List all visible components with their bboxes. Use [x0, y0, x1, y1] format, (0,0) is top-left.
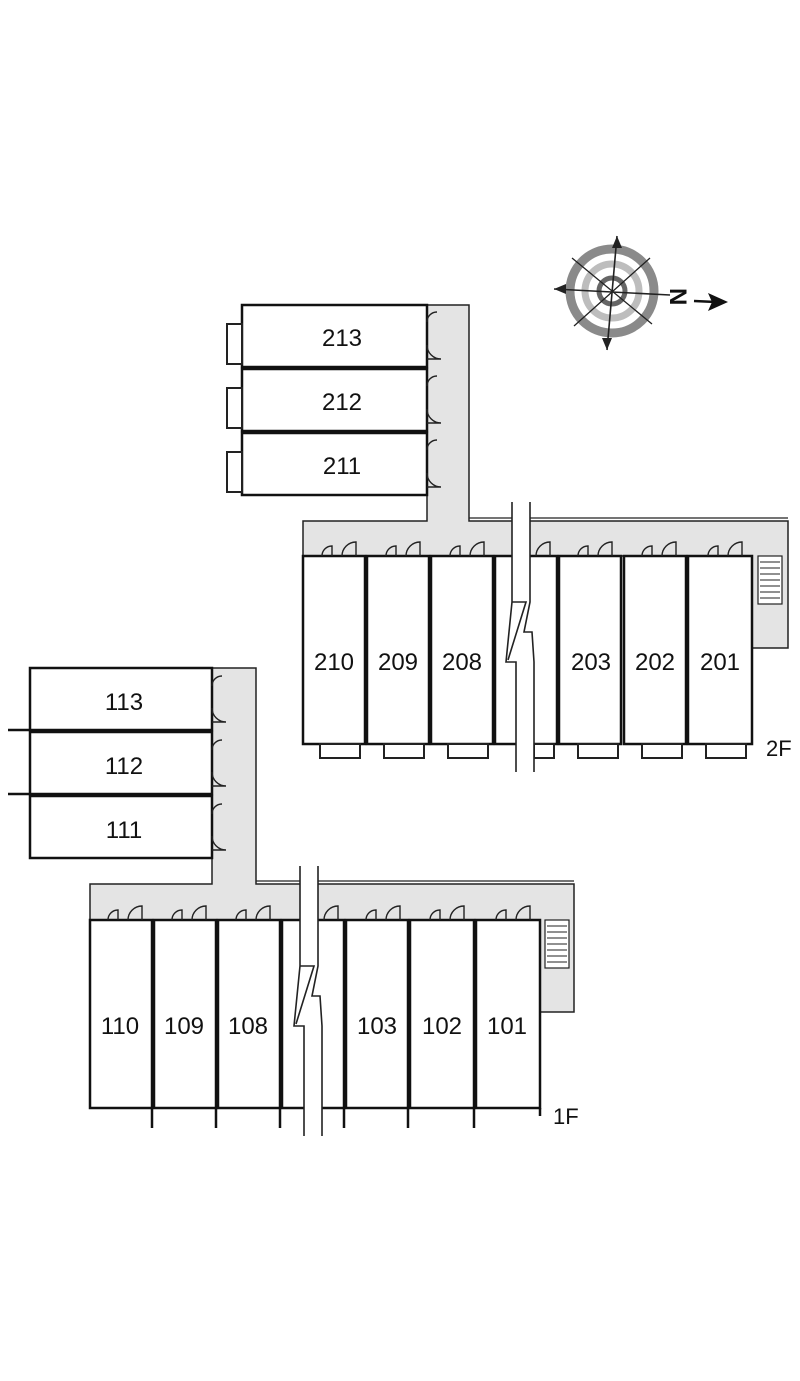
unit-103	[344, 918, 410, 1110]
unit-210	[301, 554, 367, 746]
unit-113	[28, 666, 214, 732]
unit-label: 103	[357, 1013, 397, 1040]
unit-label: 210	[314, 649, 354, 676]
unit-label: 101	[487, 1013, 527, 1040]
break-mark-1f	[293, 866, 323, 1136]
unit-101	[474, 918, 542, 1110]
unit-label: 112	[105, 753, 143, 780]
unit-213	[240, 303, 429, 369]
unit-label: 113	[105, 689, 143, 716]
unit-209	[365, 554, 431, 746]
unit-109	[152, 918, 218, 1110]
north-label: N	[664, 288, 691, 305]
staircase-2f	[757, 555, 783, 605]
staircase-1f	[544, 919, 570, 969]
unit-label: 208	[442, 649, 482, 676]
unit-label: 111	[106, 817, 142, 844]
unit-label: 108	[228, 1013, 268, 1040]
unit-110	[88, 918, 154, 1110]
unit-label: 213	[322, 325, 362, 352]
unit-label: 201	[700, 649, 740, 676]
unit-108	[216, 918, 282, 1110]
floor-label-1f: 1F	[553, 1104, 579, 1129]
unit-212	[240, 367, 429, 433]
unit-208	[429, 554, 495, 746]
unit-label: 102	[422, 1013, 462, 1040]
unit-label: 212	[322, 389, 362, 416]
floor-2f: 213 212 211	[226, 303, 792, 772]
unit-112	[28, 730, 214, 796]
unit-201	[686, 554, 754, 746]
north-arrow-icon	[693, 293, 728, 311]
floor-1f: 113 112 111 110 109 1	[8, 666, 579, 1136]
unit-label: 109	[164, 1013, 204, 1040]
unit-111	[28, 794, 214, 860]
unit-label: 211	[323, 453, 361, 480]
unit-label: 209	[378, 649, 418, 676]
compass: N	[553, 235, 728, 351]
break-mark-2f	[505, 502, 535, 772]
unit-label: 202	[635, 649, 675, 676]
unit-label: 203	[571, 649, 611, 676]
unit-202	[622, 554, 688, 746]
unit-203	[557, 554, 623, 746]
unit-102	[408, 918, 476, 1110]
unit-211	[240, 431, 429, 497]
floor-label-2f: 2F	[766, 736, 792, 761]
unit-label: 110	[101, 1013, 139, 1040]
